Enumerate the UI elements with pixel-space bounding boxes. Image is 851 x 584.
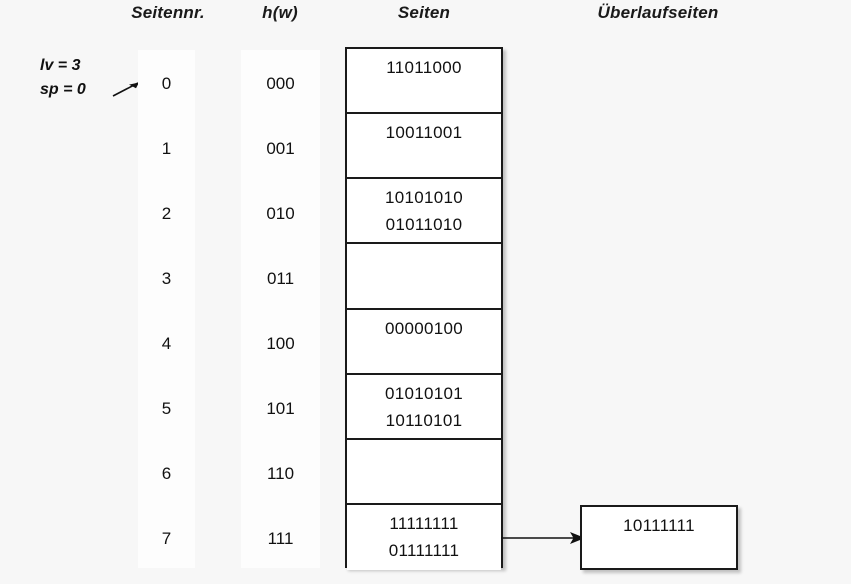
seiten-entry: 11111111: [389, 513, 459, 533]
overflow-entry: 10111111: [623, 516, 695, 535]
seiten-table: 11011000 10011001 10101010 01011010 0000…: [345, 47, 503, 570]
row-index-5: 5: [161, 399, 172, 418]
column-header-seiten: Seiten: [397, 3, 451, 22]
seiten-entry: 10101010: [384, 188, 464, 208]
seiten-entry: 01010101: [384, 383, 464, 403]
seiten-entry: 11011000: [386, 58, 462, 77]
seiten-entry: 01111111: [388, 540, 460, 560]
parameter-sp: sp = 0: [40, 81, 86, 98]
column-band-seitennr: [138, 50, 195, 568]
arrow-right-icon: [501, 532, 585, 544]
seiten-entry: 10011001: [385, 123, 463, 143]
row-hash-6: 110: [266, 464, 295, 483]
column-header-ueberlaufseiten: Überlaufseiten: [597, 3, 719, 22]
column-header-hw: h(w): [262, 3, 298, 22]
overflow-page-box: 10111111: [580, 505, 738, 570]
parameter-annotation: lv = 3 sp = 0: [40, 54, 86, 102]
row-index-4: 4: [161, 334, 172, 353]
row-hash-2: 010: [266, 204, 295, 223]
arrow-pointer-icon: [112, 82, 139, 97]
seiten-row-3: [347, 244, 501, 310]
seiten-row-6: [347, 439, 501, 505]
row-index-3: 3: [161, 269, 172, 288]
seiten-row-4: 00000100: [347, 309, 501, 375]
row-hash-4: 100: [266, 334, 295, 353]
column-header-seitennr: Seitennr.: [131, 3, 205, 22]
row-index-2: 2: [161, 204, 172, 223]
seiten-entry: 01011010: [385, 215, 463, 235]
seiten-row-7: 11111111 01111111: [347, 504, 501, 570]
seiten-entry: 00000100: [384, 318, 464, 338]
row-index-0: 0: [161, 74, 172, 93]
seiten-row-0: 11011000: [347, 49, 501, 115]
parameter-lv: lv = 3: [40, 57, 81, 74]
seiten-row-2: 10101010 01011010: [347, 179, 501, 245]
row-hash-0: 000: [266, 74, 295, 93]
seiten-row-5: 01010101 10110101: [347, 374, 501, 440]
row-hash-3: 011: [266, 269, 295, 288]
seiten-entry: 10110101: [385, 410, 463, 430]
row-index-1: 1: [161, 139, 172, 158]
row-index-6: 6: [161, 464, 172, 483]
row-hash-5: 101: [266, 399, 295, 418]
column-band-hw: [241, 50, 320, 568]
seiten-row-1: 10011001: [347, 114, 501, 180]
row-index-7: 7: [161, 529, 172, 548]
row-hash-1: 001: [266, 139, 295, 158]
row-hash-7: 111: [267, 529, 294, 548]
